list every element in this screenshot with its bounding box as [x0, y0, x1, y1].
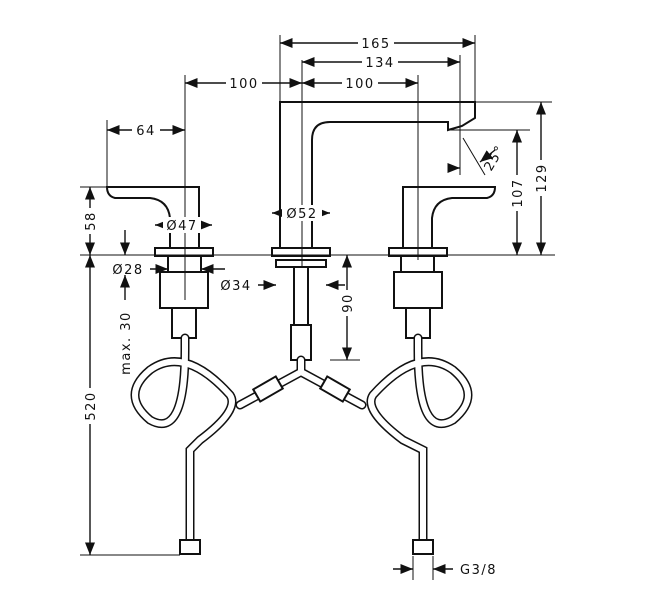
- left-handle: [105, 75, 214, 339]
- label-diameter-28: Ø28: [112, 263, 143, 278]
- label-100-right: 100: [345, 77, 374, 92]
- label-129: 129: [535, 163, 550, 192]
- label-max-30: max. 30: [119, 311, 134, 375]
- label-angle-25: 25°: [482, 143, 509, 174]
- right-handle: [388, 75, 497, 339]
- label-diameter-52: Ø52: [286, 207, 317, 222]
- label-g3-8: G3/8: [460, 563, 497, 578]
- hoses: [130, 333, 473, 555]
- label-520: 520: [84, 391, 99, 420]
- dimension-labels: 165 134 100 100 64 58 Ø47 Ø52 107 129 25…: [82, 35, 550, 578]
- center-connector: [290, 324, 312, 361]
- label-diameter-47: Ø47: [166, 219, 197, 234]
- label-165: 165: [361, 37, 390, 52]
- label-90: 90: [341, 293, 356, 313]
- label-diameter-34: Ø34: [220, 279, 251, 294]
- label-107: 107: [511, 178, 526, 207]
- label-64: 64: [136, 124, 156, 139]
- label-134: 134: [365, 56, 394, 71]
- label-100-left: 100: [229, 77, 258, 92]
- label-58: 58: [84, 211, 99, 231]
